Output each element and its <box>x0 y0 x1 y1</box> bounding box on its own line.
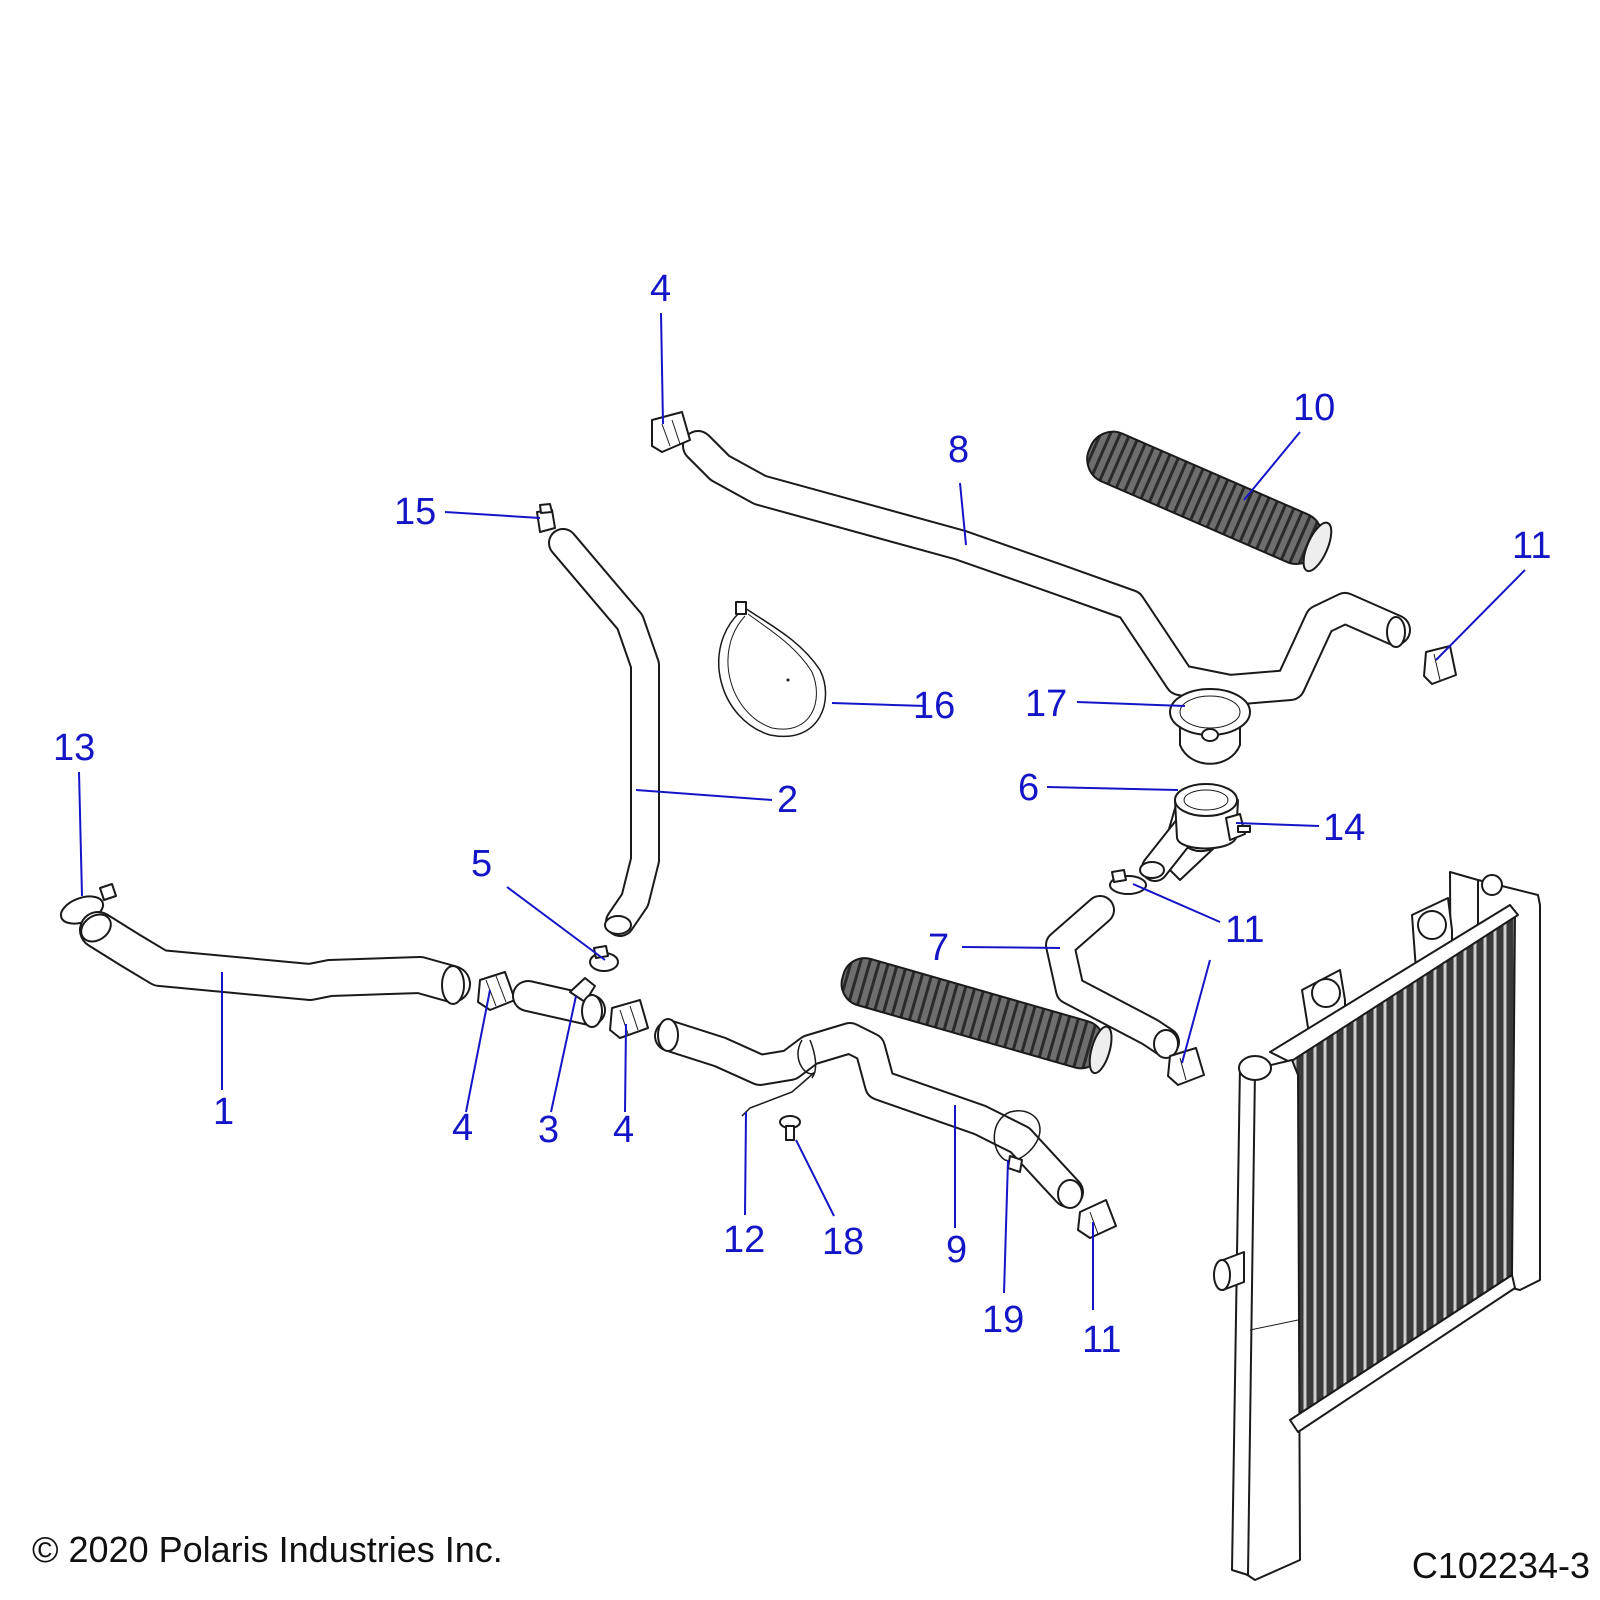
clamp-5 <box>589 945 619 972</box>
copyright-text: © 2020 Polaris Industries Inc. <box>32 1529 503 1570</box>
callout-11-bottom: 11 <box>1082 1319 1121 1361</box>
callout-3: 3 <box>538 1109 559 1151</box>
callout-17: 17 <box>1025 683 1067 725</box>
clamp-11-middle <box>1109 869 1147 895</box>
hose-7 <box>1045 895 1180 1059</box>
clamp-4-top <box>651 411 691 453</box>
corrugated-sleeve-lower <box>840 957 1113 1075</box>
callout-4-left: 4 <box>452 1107 473 1149</box>
callout-18: 18 <box>822 1221 864 1263</box>
callout-14: 14 <box>1323 807 1365 849</box>
bracket-12 <box>741 1039 817 1117</box>
screw-18 <box>779 1115 801 1141</box>
hose-1 <box>79 911 471 1005</box>
clamp-14 <box>1225 813 1251 841</box>
callout-labels: 4 10 8 15 11 17 16 13 6 2 14 5 11 7 1 4 … <box>53 268 1551 1361</box>
hose-2 <box>548 528 660 937</box>
strap-16 <box>717 601 827 738</box>
clamp-4-left <box>477 971 516 1011</box>
clamp-15 <box>536 503 556 533</box>
callout-16: 16 <box>913 685 955 727</box>
figure-id: C102234-3 <box>1412 1545 1590 1586</box>
callout-5: 5 <box>471 843 492 885</box>
clamp-11-lower <box>1167 1047 1205 1086</box>
callout-1: 1 <box>213 1091 234 1133</box>
callout-7: 7 <box>928 927 949 969</box>
radiator <box>1213 871 1541 1581</box>
tube-3 <box>512 977 606 1028</box>
radiator-cap-17 <box>1169 688 1251 765</box>
callout-2: 2 <box>777 779 798 821</box>
callout-12: 12 <box>723 1219 765 1261</box>
leader-lines <box>78 312 1526 1310</box>
callout-10: 10 <box>1293 387 1335 429</box>
callout-13: 13 <box>53 727 95 769</box>
callout-4-right: 4 <box>613 1109 634 1151</box>
callout-8: 8 <box>948 429 969 471</box>
clamp-11-bottom <box>1077 1199 1117 1239</box>
callout-15: 15 <box>394 491 436 533</box>
hose-8 <box>682 430 1411 706</box>
callout-11-middle: 11 <box>1225 909 1264 951</box>
clamp-4-right <box>609 999 649 1039</box>
callout-6: 6 <box>1018 767 1039 809</box>
callout-4-top: 4 <box>650 268 671 310</box>
hose-9 <box>654 1018 1084 1209</box>
callout-11-right: 11 <box>1512 525 1551 567</box>
callout-19: 19 <box>982 1299 1024 1341</box>
clamp-11-right <box>1423 645 1457 685</box>
corrugated-sleeve-10 <box>1086 430 1333 573</box>
callout-9: 9 <box>946 1229 967 1271</box>
filler-neck-6 <box>1139 783 1239 882</box>
